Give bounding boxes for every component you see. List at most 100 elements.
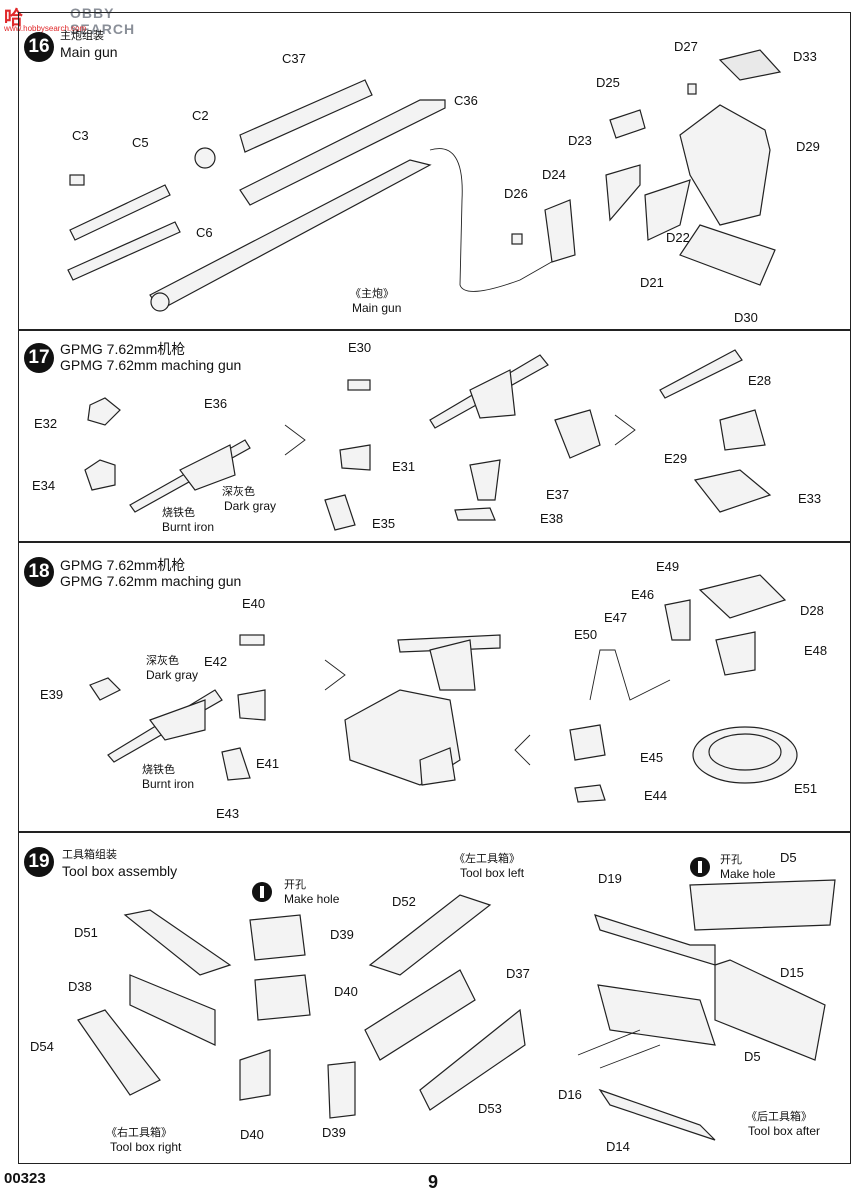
label-c2: C2 [192, 108, 209, 123]
label-e46: E46 [631, 587, 655, 602]
make-hole-en-1: Make hole [284, 892, 340, 906]
toolbox-left [327, 894, 526, 1119]
mg-e42 [89, 634, 266, 781]
label-e45: E45 [640, 750, 664, 765]
label-e29: E29 [664, 451, 688, 466]
step-17-panel [18, 330, 851, 542]
watermark-url: www.hobbysearch.com [4, 24, 87, 33]
dark-gray-cn-18: 深灰色 [146, 655, 179, 667]
label-c36: C36 [454, 93, 478, 108]
label-e47: E47 [604, 610, 628, 625]
label-e50: E50 [574, 627, 598, 642]
label-e35: E35 [372, 516, 396, 531]
label-e41: E41 [256, 756, 280, 771]
label-d37: D37 [506, 966, 530, 981]
make-hole-en-2: Make hole [720, 867, 776, 881]
label-d28-18: D28 [800, 603, 824, 618]
page-number: 9 [428, 1172, 439, 1192]
label-e42: E42 [204, 654, 228, 669]
make-hole-cn-1: 开孔 [284, 879, 306, 891]
arrow-marks [284, 414, 636, 766]
step-18-panel [18, 542, 851, 832]
label-d51: D51 [74, 925, 98, 940]
label-d14: D14 [606, 1139, 630, 1154]
toolbox-after [577, 879, 836, 1141]
label-d30: D30 [734, 310, 758, 325]
step-18-title: GPMG 7.62mm机枪 GPMG 7.62mm maching gun [60, 557, 242, 589]
step-19-title: 工具箱组装 Tool box assembly [62, 849, 178, 879]
step-17-title: GPMG 7.62mm机枪 GPMG 7.62mm maching gun [60, 341, 242, 373]
step-19-panel [18, 832, 851, 1164]
burnt-iron-en-17: Burnt iron [162, 520, 215, 534]
toolbox-right [77, 909, 311, 1101]
dark-gray-en-18: Dark gray [146, 668, 199, 682]
label-d21: D21 [640, 275, 664, 290]
make-hole-icon [690, 857, 710, 877]
mount-assembled-18 [344, 634, 501, 786]
label-d38: D38 [68, 979, 92, 994]
mg-assembled-17 [429, 349, 772, 521]
label-d19: D19 [598, 871, 622, 886]
label-d23: D23 [568, 133, 592, 148]
label-d39-b: D39 [322, 1125, 346, 1140]
label-d25: D25 [596, 75, 620, 90]
label-c5: C5 [132, 135, 149, 150]
product-code: 00323 [4, 1170, 46, 1187]
step-16-title: 主炮组装 Main gun [60, 30, 118, 60]
dark-gray-en-17: Dark gray [224, 499, 277, 513]
label-d15: D15 [780, 965, 804, 980]
label-d29: D29 [796, 139, 820, 154]
label-e43: E43 [216, 806, 240, 821]
label-c6: C6 [196, 225, 213, 240]
label-e37: E37 [546, 487, 570, 502]
step-16-badge: 16 [24, 32, 54, 62]
tool-box-after-cn: 《后工具箱》 [746, 1111, 812, 1123]
barrel-c37 [149, 79, 556, 312]
label-d40-b: D40 [240, 1127, 264, 1142]
barrel-c5 [67, 147, 216, 281]
label-e28: E28 [748, 373, 772, 388]
mg-e36 [84, 379, 371, 531]
tool-box-right-cn: 《右工具箱》 [106, 1127, 172, 1139]
label-e34: E34 [32, 478, 56, 493]
label-e40: E40 [242, 596, 266, 611]
turret-mount [511, 49, 782, 286]
label-d39-a: D39 [330, 927, 354, 942]
label-e38: E38 [540, 511, 564, 526]
watermark-site: OBBY SEARCH [70, 5, 136, 37]
label-c3: C3 [72, 128, 89, 143]
label-e32: E32 [34, 416, 58, 431]
tool-box-left-cn: 《左工具箱》 [454, 853, 520, 865]
label-d33: D33 [793, 49, 817, 64]
label-e36: E36 [204, 396, 228, 411]
label-e31: E31 [392, 459, 416, 474]
label-d52: D52 [392, 894, 416, 909]
label-d16: D16 [558, 1087, 582, 1102]
step-17-badge: 17 [24, 343, 54, 373]
label-d27: D27 [674, 39, 698, 54]
mount-parts-18 [569, 574, 798, 803]
tool-box-after-en: Tool box after [748, 1124, 821, 1138]
make-hole-icon [252, 882, 272, 902]
label-e30: E30 [348, 340, 372, 355]
label-d5-b: D5 [744, 1049, 761, 1064]
label-e44: E44 [644, 788, 668, 803]
burnt-iron-cn-18: 烧铁色 [142, 764, 175, 776]
label-d24: D24 [542, 167, 566, 182]
label-e48: E48 [804, 643, 828, 658]
step-18-badge: 18 [24, 557, 54, 587]
make-hole-cn-2: 开孔 [720, 854, 742, 866]
label-d22: D22 [666, 230, 690, 245]
label-c37: C37 [282, 51, 306, 66]
label-d40-a: D40 [334, 984, 358, 999]
label-d54: D54 [30, 1039, 54, 1054]
label-e33: E33 [798, 491, 822, 506]
main-gun-caption-cn: 《主炮》 [350, 288, 394, 300]
label-e51: E51 [794, 781, 818, 796]
label-d5-a: D5 [780, 850, 797, 865]
step-19-badge: 19 [24, 847, 54, 877]
burnt-iron-en-18: Burnt iron [142, 777, 195, 791]
step-16-panel [18, 12, 851, 330]
tool-box-right-en: Tool box right [110, 1140, 182, 1154]
